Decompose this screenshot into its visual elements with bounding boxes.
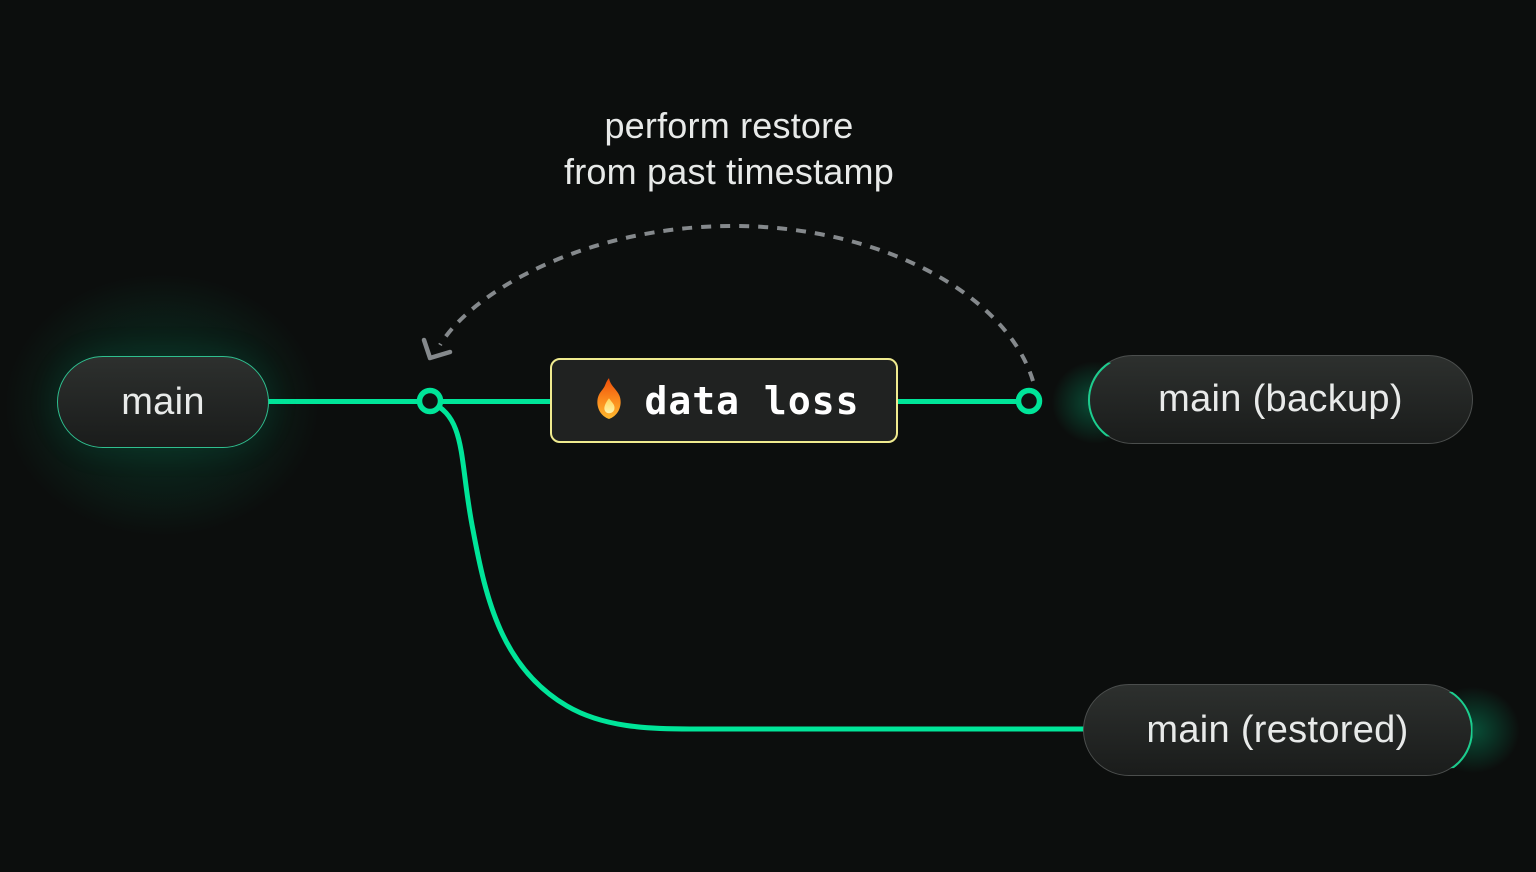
restore-dashed-arc — [438, 223, 1035, 382]
restore-arrowhead-icon — [421, 337, 453, 361]
branch-label-main: main — [121, 380, 205, 423]
caption-line-2: from past timestamp — [564, 151, 894, 192]
branch-label-backup: main (backup) — [1158, 378, 1403, 420]
branch-node-main: main — [57, 356, 269, 448]
branch-point-node — [416, 387, 444, 415]
branch-label-restored: main (restored) — [1146, 708, 1409, 751]
caption-line-1: perform restore — [604, 105, 854, 146]
data-loss-label: data loss — [644, 378, 860, 423]
fire-icon — [596, 377, 621, 419]
branch-node-backup: main (backup) — [1088, 355, 1473, 444]
caption: perform restore from past timestamp — [564, 103, 894, 195]
backup-point-node — [1015, 387, 1043, 415]
branch-node-restored: main (restored) — [1083, 684, 1472, 776]
restored-branch-edge — [428, 399, 1090, 732]
data-loss-box: data loss — [550, 358, 898, 443]
